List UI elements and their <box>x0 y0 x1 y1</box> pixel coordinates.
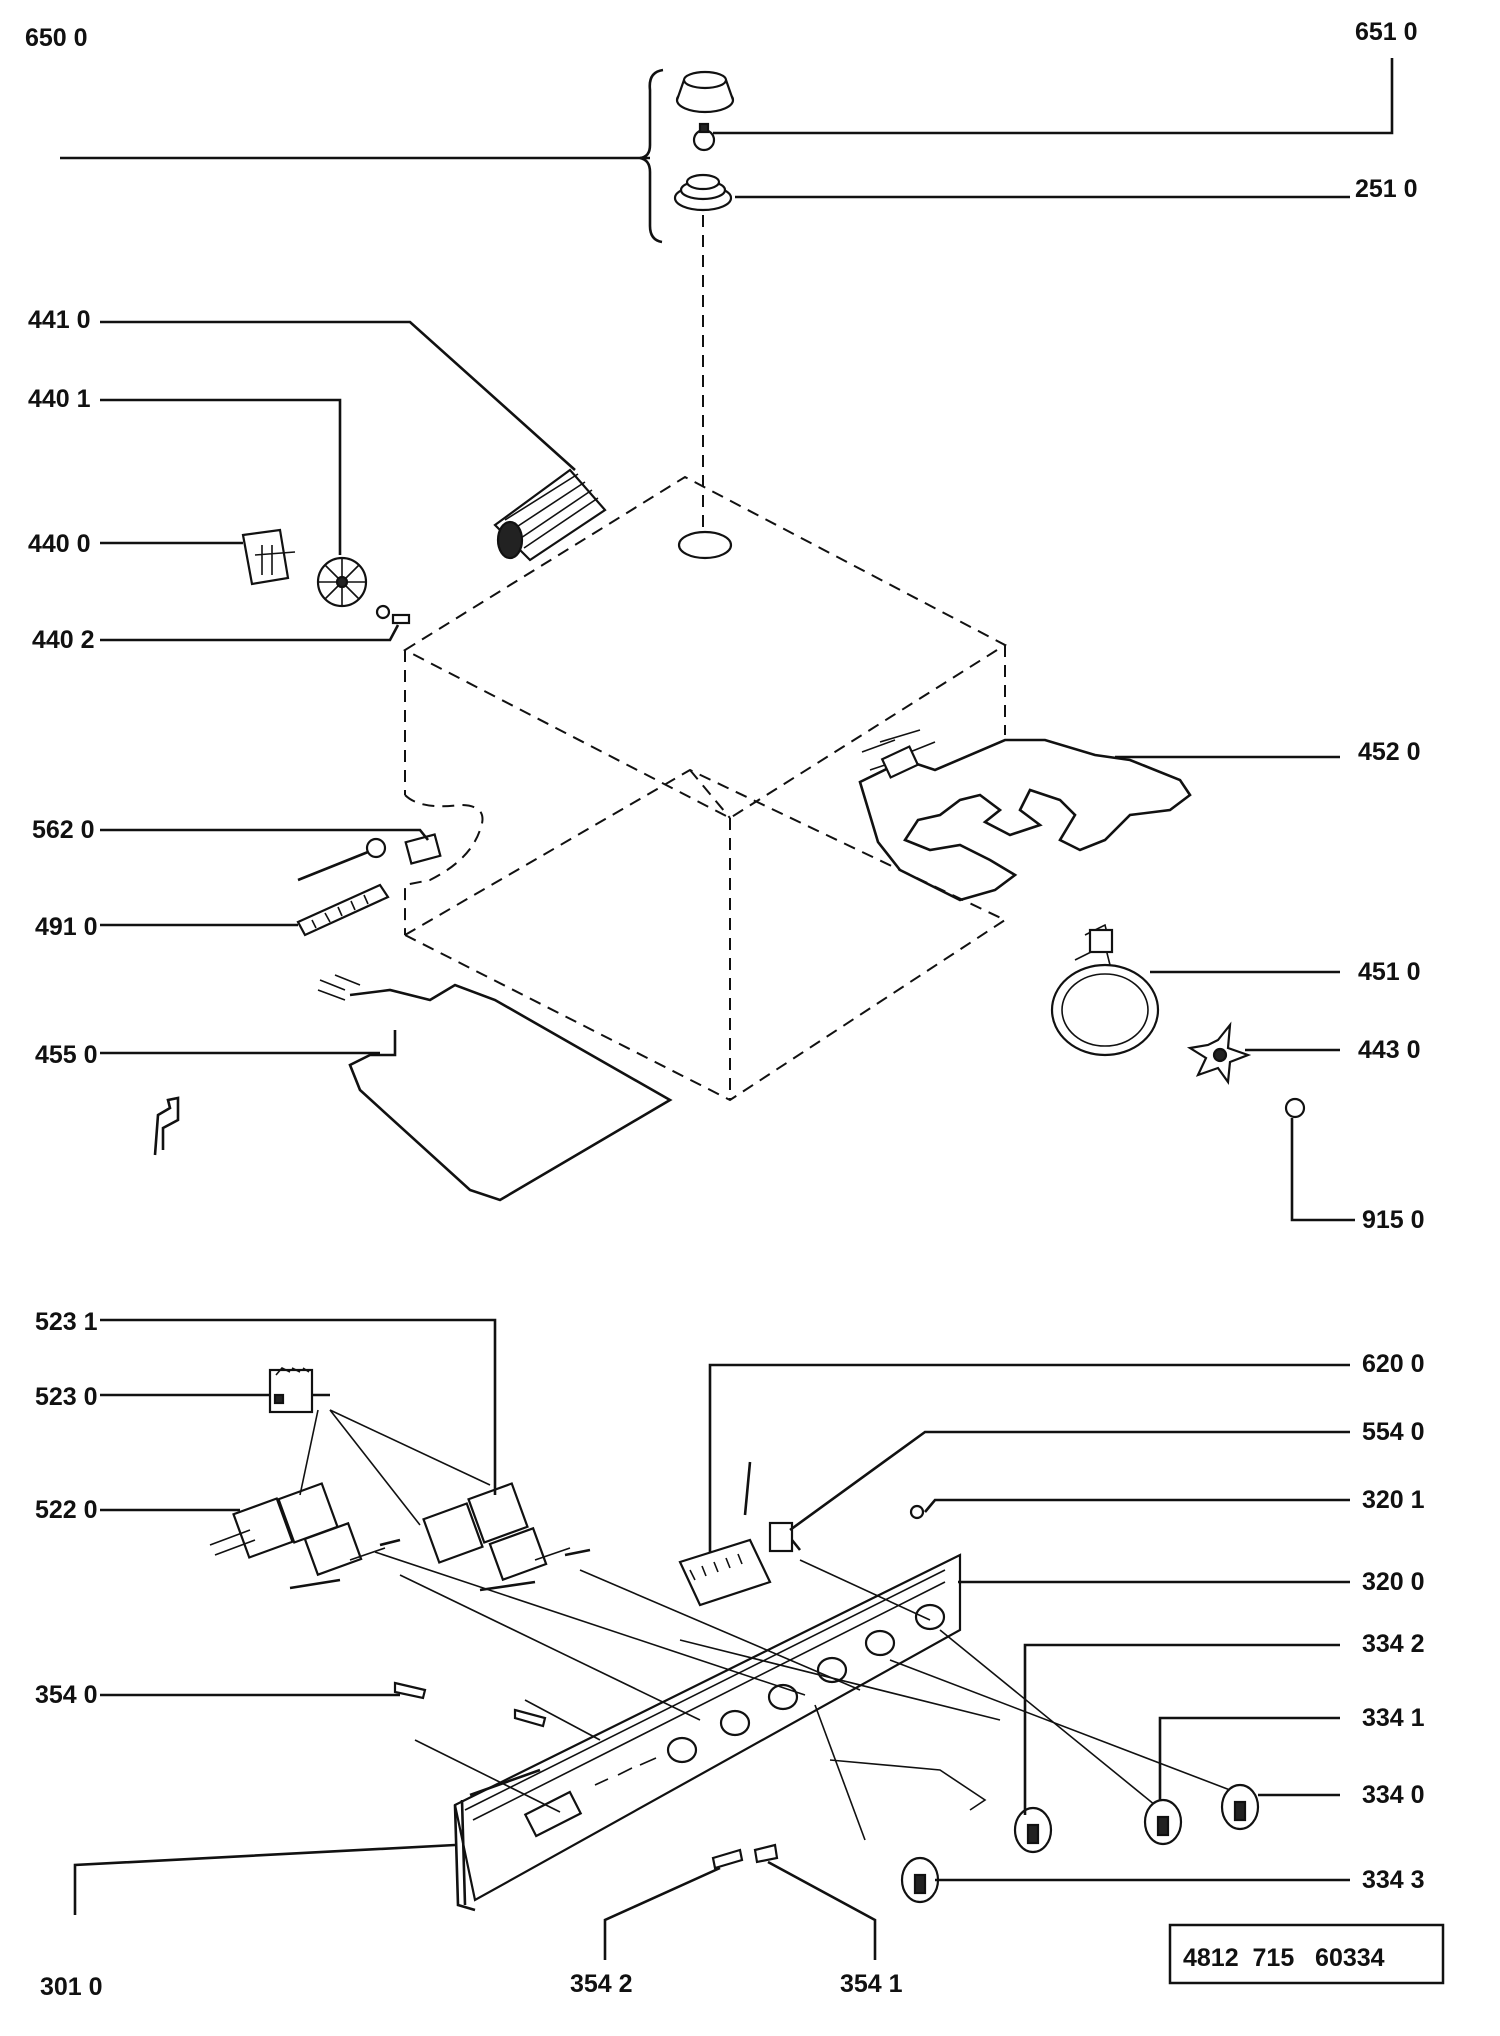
label-354-2: 354 2 <box>570 1970 633 1998</box>
pin-3540-icon <box>100 1681 427 1700</box>
label-915-0: 915 0 <box>1362 1206 1425 1234</box>
label-354-1: 354 1 <box>840 1970 903 1998</box>
switch-contact-icon <box>743 1430 1350 1553</box>
label-522-0: 522 0 <box>35 1496 98 1524</box>
label-651-0: 651 0 <box>1355 18 1418 46</box>
grill-element-icon <box>858 729 1340 902</box>
control-panel-icon <box>453 1553 1350 1902</box>
label-334-0: 334 0 <box>1362 1781 1425 1809</box>
label-451-0: 451 0 <box>1358 958 1421 986</box>
label-334-1: 334 1 <box>1362 1704 1425 1732</box>
front-frame-icon <box>73 1768 541 1915</box>
label-441-0: 441 0 <box>28 306 91 334</box>
knob-3342-icon <box>1013 1643 1340 1854</box>
label-562-0: 562 0 <box>32 816 95 844</box>
label-440-0: 440 0 <box>28 530 91 558</box>
rotary-switch-right-icon <box>100 1318 591 1592</box>
label-320-1: 320 1 <box>1362 1486 1425 1514</box>
label-554-0: 554 0 <box>1362 1418 1425 1446</box>
label-455-0: 455 0 <box>35 1041 98 1069</box>
knob-3343-icon <box>900 1856 1350 1904</box>
guide-lines <box>374 1551 1231 1841</box>
label-452-0: 452 0 <box>1358 738 1421 766</box>
terminal-block-icon <box>100 883 390 937</box>
motor-icon <box>100 320 607 562</box>
label-440-2: 440 2 <box>32 626 95 654</box>
label-320-0: 320 0 <box>1362 1568 1425 1596</box>
thermostat-icon <box>100 828 442 882</box>
label-334-3: 334 3 <box>1362 1866 1425 1894</box>
label-440-1: 440 1 <box>28 385 91 413</box>
label-620-0: 620 0 <box>1362 1350 1425 1378</box>
document-code: 4812 715 60334 <box>1183 1944 1385 1972</box>
fan-blade-icon <box>100 398 368 608</box>
knob-3340-icon <box>1220 1783 1340 1831</box>
switch-link-lines <box>299 1409 491 1526</box>
label-523-1: 523 1 <box>35 1308 98 1336</box>
document-code-box: 4812 715 60334 <box>1168 1923 1445 1985</box>
terminal-strip-icon <box>678 1363 1350 1607</box>
screw-icon <box>1284 1097 1355 1222</box>
oven-cavity <box>402 475 1008 1102</box>
circular-element-icon <box>1050 923 1340 1057</box>
label-301-0: 301 0 <box>40 1973 103 2001</box>
label-523-0: 523 0 <box>35 1383 98 1411</box>
motor-bracket-icon <box>100 528 296 586</box>
panel-edge <box>829 1759 987 1811</box>
pin-3542-icon <box>603 1848 744 1960</box>
label-491-0: 491 0 <box>35 913 98 941</box>
switch-icon <box>100 1367 330 1414</box>
label-354-0: 354 0 <box>35 1681 98 1709</box>
indicator-lamp-icon <box>909 1498 1350 1520</box>
pin-icon <box>513 1708 547 1728</box>
label-334-2: 334 2 <box>1362 1630 1425 1658</box>
knob-3341-icon <box>1143 1716 1340 1846</box>
rotary-switch-left-icon <box>100 1482 401 1590</box>
label-251-0: 251 0 <box>1355 175 1418 203</box>
shaft-nut-icon <box>100 604 411 642</box>
fan-icon <box>1186 1021 1340 1086</box>
lamp-assembly <box>60 58 1394 530</box>
clip-icon <box>153 1096 180 1156</box>
label-443-0: 443 0 <box>1358 1036 1421 1064</box>
pin-3541-icon <box>753 1843 877 1960</box>
lower-element-icon <box>100 974 673 1202</box>
label-650-0: 650 0 <box>25 24 88 52</box>
